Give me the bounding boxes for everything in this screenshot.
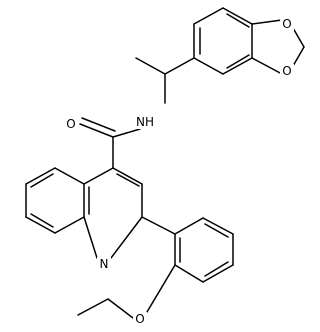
bond-ether-ch2 [107,298,134,319]
bond-ar-2 [174,217,204,235]
bond-ar-3-inner [204,223,229,238]
ether-oxygen-label: O [135,312,144,326]
bonds [25,7,305,319]
bond-q-c4-c3-inner [116,173,140,187]
bond-q-c4a-c5 [54,167,85,185]
bond-q-n1-c8a [83,216,98,259]
quinoline-nitrogen-label: N [100,257,109,271]
bond-ar-ether-o [146,264,176,313]
bond-q-c7-c8 [25,216,56,234]
bond-dioxole-1 [251,19,283,25]
bond-bd-5 [193,57,224,75]
atom-ring-oxygen-1: O [280,17,294,31]
bond-q-c4-c3 [112,167,143,185]
bond-bd-2 [222,7,253,25]
bond-dioxole-4 [251,57,283,75]
bond-dioxole-3 [292,46,305,67]
atom-amide-nitrogen: NH [134,115,156,129]
bond-ar-3 [202,217,234,235]
bond-bd-2-inner [226,13,250,28]
bond-q-c4a-c4 [83,167,114,185]
molecule-structure: O O NH O N O [25,7,305,326]
bond-ethyl-ch3 [77,298,109,316]
bond-aryl-chiral [164,57,195,75]
bond-ar-5 [202,264,234,283]
bond-carbonyl-o-2 [81,117,116,132]
atom-quinoline-nitrogen: N [97,257,111,271]
bond-ar-5-inner [204,261,229,277]
bond-q-c8-c8a [54,216,85,234]
bond-bd-4-inner [226,54,250,69]
bond-ar-6 [174,264,204,283]
bond-q-c5-c6 [25,167,56,185]
bond-chiral-methyl [135,57,166,75]
bond-q-c5-c6-inner [30,173,54,188]
atom-carbonyl-oxygen: O [64,117,78,131]
ring-oxygen-2-label: O [282,64,291,78]
bond-dioxole-2 [292,27,305,48]
atom-ether-oxygen: O [133,312,147,326]
bond-nh-carbonyl [112,128,141,138]
atom-ring-oxygen-2: O [280,64,294,78]
bond-bd-1 [193,7,224,25]
bond-carbonyl-o-1 [79,123,114,138]
bond-q-c2-aryl [141,216,176,235]
bond-q-c7-c8-inner [30,213,54,228]
carbonyl-oxygen-label: O [66,117,75,131]
bond-q-c2-n1 [110,216,143,259]
ring-oxygen-1-label: O [282,17,291,31]
amide-nitrogen-label: NH [136,115,154,129]
bond-bd-4 [222,57,253,75]
